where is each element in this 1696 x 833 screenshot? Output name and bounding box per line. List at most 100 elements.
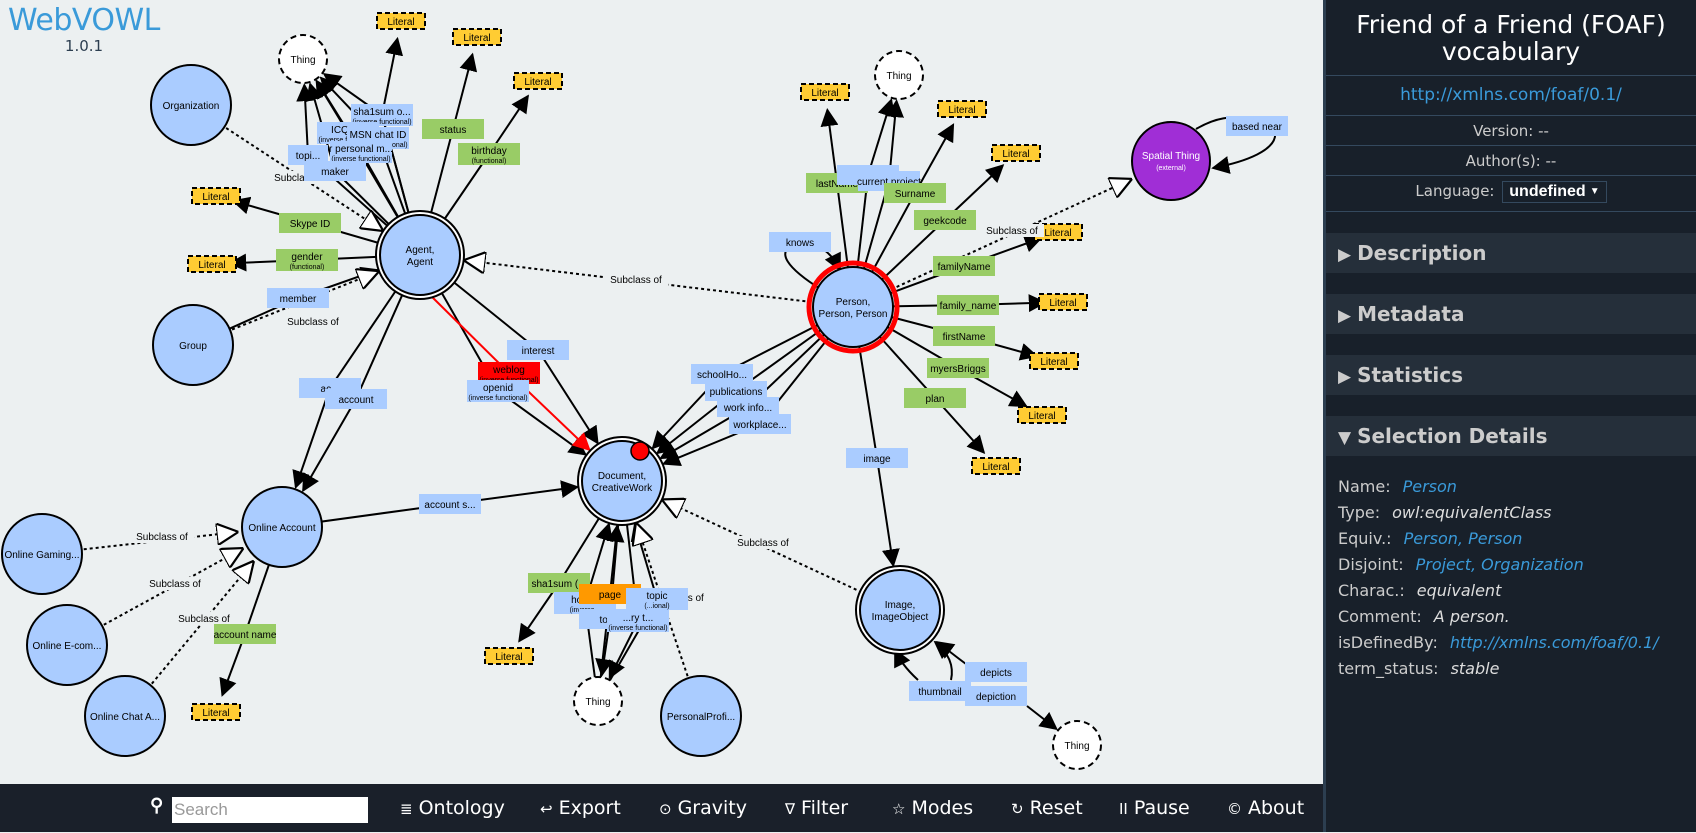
class-node-personalprofile[interactable]: PersonalProfi... <box>660 675 742 757</box>
export-menu-button[interactable]: ↩Export <box>540 784 621 832</box>
property-label-p_basednear[interactable]: based near <box>1226 116 1288 136</box>
property-label-p_member[interactable]: member <box>267 288 329 308</box>
property-box <box>933 256 995 276</box>
class-node-thing4[interactable]: Thing <box>1052 720 1102 770</box>
property-label-p_page[interactable]: page <box>579 584 641 604</box>
gravity-menu-button[interactable]: ⊙Gravity <box>659 784 747 832</box>
modes-menu-button[interactable]: ☆Modes <box>892 784 973 832</box>
property-label-p_plan[interactable]: plan <box>904 388 966 408</box>
literal-node[interactable]: Literal <box>484 647 534 665</box>
property-label-p_maker[interactable]: maker <box>304 161 366 181</box>
class-node-group[interactable]: Group <box>152 304 234 386</box>
property-label-p_schoolhomepage[interactable]: schoolHo... <box>691 364 753 384</box>
property-label-p_birthday[interactable]: birthday(functional) <box>458 143 520 165</box>
filter-icon: ∇ <box>785 800 796 818</box>
property-label-p_primarytopic[interactable]: ...ry t...(inverse functional) <box>607 610 669 632</box>
defined-by-link[interactable]: http://xmlns.com/foaf/0.1/ <box>1449 633 1659 652</box>
expand-triangle-icon: ▶ <box>1338 367 1352 387</box>
property-label-p_knows[interactable]: knows <box>769 232 831 252</box>
property-label-p_geekcode[interactable]: geekcode <box>914 210 976 230</box>
property-label-p_topic_doc1[interactable]: topic(...ional) <box>626 588 688 610</box>
section-statistics[interactable]: ▶Statistics <box>1326 355 1696 395</box>
ontology-menu-button[interactable]: ≣Ontology <box>400 784 505 832</box>
language-select[interactable]: undefined▼ <box>1502 181 1607 203</box>
class-node-agent[interactable]: Agent,Agent <box>375 210 465 300</box>
detail-name-link[interactable]: Person <box>1402 477 1457 496</box>
property-label-p_family_name[interactable]: family_name <box>937 295 999 315</box>
class-node-spatialthing[interactable]: Spatial Thing(external) <box>1131 121 1211 201</box>
property-label-p_myersbriggs[interactable]: myersBriggs <box>927 358 989 378</box>
literal-node[interactable]: Literal <box>1038 293 1088 311</box>
property-label-p_skype[interactable]: Skype ID <box>279 213 341 233</box>
property-box <box>325 389 387 409</box>
property-edge <box>537 349 599 445</box>
class-label: Organization <box>163 101 220 112</box>
equiv-link[interactable]: Person <box>1468 529 1523 548</box>
pin-marker-icon <box>630 441 650 461</box>
property-label: page <box>599 590 622 601</box>
literal-node[interactable]: Literal <box>1029 352 1079 370</box>
property-label-p_account2[interactable]: account <box>325 389 387 409</box>
reset-button[interactable]: ↻Reset <box>1011 784 1083 832</box>
property-label-p_workinfo[interactable]: work info... <box>717 397 779 417</box>
ontology-iri-link[interactable]: http://xmlns.com/foaf/0.1/ <box>1326 75 1696 115</box>
literal-node[interactable]: Literal <box>991 144 1041 162</box>
literal-node[interactable]: Literal <box>187 255 237 273</box>
literal-node[interactable]: Literal <box>513 72 563 90</box>
literal-node[interactable]: Literal <box>191 703 241 721</box>
property-label-p_personalm[interactable]: r personal m...(inverse functional) <box>329 141 393 163</box>
class-node-onlinechat[interactable]: Online Chat A... <box>84 675 166 757</box>
property-label-p_thumbnail[interactable]: thumbnail <box>909 681 971 701</box>
disjoint-link[interactable]: Organization <box>1481 555 1584 574</box>
class-label: Online Chat A... <box>90 712 160 723</box>
literal-node[interactable]: Literal <box>1017 406 1067 424</box>
property-label-p_sha1_agent[interactable]: sha1sum o...(inverse functional) <box>351 104 413 126</box>
literal-node[interactable]: Literal <box>971 457 1021 475</box>
class-node-onlinegaming[interactable]: Online Gaming... <box>1 513 83 595</box>
property-label-p_image[interactable]: image <box>846 448 908 468</box>
property-label-p_status[interactable]: status <box>422 119 484 139</box>
class-node-organization[interactable]: Organization <box>150 64 232 146</box>
class-node-document[interactable]: Document,CreativeWork <box>577 436 667 526</box>
property-label-p_topic_agent[interactable]: topi... <box>288 145 328 165</box>
class-node-thing2[interactable]: Thing <box>573 676 623 726</box>
literal-node[interactable]: Literal <box>937 100 987 118</box>
property-sublabel: (inverse functional) <box>331 156 390 163</box>
section-selection-details[interactable]: ▼Selection Details <box>1326 416 1696 456</box>
ontology-graph[interactable]: ThingOrganizationAgent,AgentGroupOnline … <box>0 0 1323 784</box>
class-node-onlineecom[interactable]: Online E-com... <box>26 604 108 686</box>
property-label-p_firstname[interactable]: firstName <box>933 326 995 346</box>
equiv-link[interactable]: Person <box>1403 529 1458 548</box>
property-label-p_accountservice[interactable]: account s... <box>419 494 481 514</box>
property-label-p_familyname[interactable]: familyName <box>933 256 995 276</box>
property-label-p_openid[interactable]: openid(inverse functional) <box>467 380 529 402</box>
literal-node[interactable]: Literal <box>452 28 502 46</box>
class-node-image[interactable]: Image,ImageObject <box>855 565 945 655</box>
class-node-onlineaccount[interactable]: Online Account <box>241 486 323 568</box>
class-node-person[interactable]: Person,Person, Person <box>806 260 900 354</box>
property-label-p_interest[interactable]: interest <box>507 340 569 360</box>
property-label-p_depicts[interactable]: depicts <box>965 662 1027 682</box>
property-label-p_publications[interactable]: publications <box>705 381 767 401</box>
property-label-p_surname[interactable]: Surname <box>884 183 946 203</box>
class-node-thing1[interactable]: Thing <box>278 34 328 84</box>
literal-node[interactable]: Literal <box>800 83 850 101</box>
disjoint-link[interactable]: Project <box>1415 555 1471 574</box>
property-label-p_gender[interactable]: gender(functional) <box>276 249 338 271</box>
literal-node[interactable]: Literal <box>376 12 426 30</box>
section-metadata[interactable]: ▶Metadata <box>1326 294 1696 334</box>
property-label-p_depiction[interactable]: depiction <box>965 686 1027 706</box>
literal-node[interactable]: Literal <box>191 187 241 205</box>
section-description[interactable]: ▶Description <box>1326 233 1696 273</box>
filter-menu-button[interactable]: ∇Filter <box>785 784 848 832</box>
class-circle <box>379 214 461 296</box>
property-label-p_sha1_doc[interactable]: sha1sum (... <box>528 573 590 593</box>
property-label-p_workplace[interactable]: workplace... <box>729 414 791 434</box>
class-node-thing3[interactable]: Thing <box>874 50 924 100</box>
property-label-p_accountname[interactable]: account name <box>214 624 277 644</box>
about-menu-button[interactable]: ©About <box>1227 784 1304 832</box>
search-input[interactable] <box>172 797 368 823</box>
literal-box <box>1029 352 1079 370</box>
